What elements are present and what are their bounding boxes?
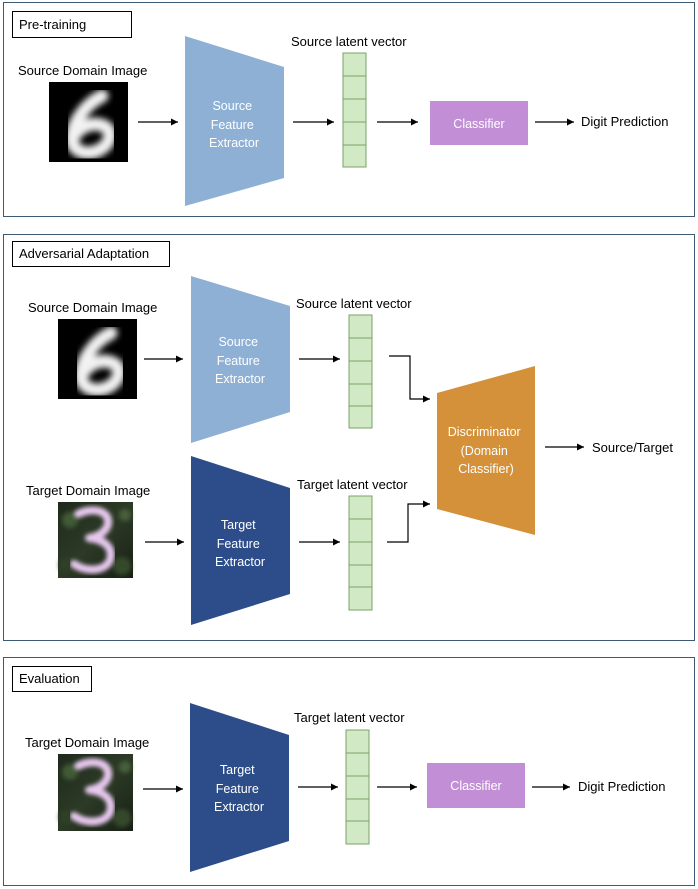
pretraining-title: Pre-training [19,17,86,32]
target-digit-three-image [58,754,133,831]
latent-cell [345,798,370,822]
adversarial-target-latent-vector [348,495,373,611]
latent-cell [345,729,370,754]
evaluation-title-box [12,666,92,692]
adversarial-title-box [12,241,170,267]
pretraining-output: Digit Prediction [581,114,668,129]
source-digit-six-image [49,82,128,162]
discriminator-label: Discriminator (Domain Classifier) [448,425,524,476]
adversarial-target-latent-label: Target latent vector [297,477,408,492]
latent-cell [345,775,370,800]
adversarial-source-image-label: Source Domain Image [28,300,157,315]
latent-cell [348,405,373,429]
adversarial-title: Adversarial Adaptation [19,246,149,261]
latent-cell [348,383,373,407]
adversarial-arrow-source-3 [389,355,430,403]
pretraining-title-box [12,11,132,38]
pretraining-classifier [430,101,528,145]
pretraining-panel: Pre-training Source Domain Image Source … [3,2,695,217]
latent-cell [348,518,373,543]
evaluation-classifier-label: Classifier [450,779,501,793]
pretraining-classifier-label: Classifier [453,117,504,131]
adversarial-source-latent-label: Source latent vector [296,296,412,311]
pretraining-extractor-label: Source Feature Extractor [209,99,259,150]
latent-cell [348,541,373,566]
latent-cell [348,495,373,520]
latent-cell [342,98,367,123]
source-digit-six-image [58,319,137,399]
latent-cell [348,314,373,339]
latent-cell [342,121,367,146]
discriminator-block [437,366,535,535]
target-digit-three-image [58,502,133,578]
adversarial-panel: Adversarial Adaptation Source Domain Ima… [3,234,695,641]
latent-cell [342,144,367,168]
evaluation-latent-vector [345,729,370,845]
pretraining-source-extractor [185,36,284,206]
latent-cell [348,360,373,385]
latent-cell [348,337,373,362]
evaluation-panel: Evaluation Target Domain Image Target Fe… [3,657,695,886]
evaluation-output: Digit Prediction [578,779,665,794]
latent-cell [345,820,370,845]
pretraining-image-label: Source Domain Image [18,63,147,78]
latent-cell [342,75,367,100]
latent-cell [348,586,373,611]
adversarial-target-extractor-label: Target Feature Extractor [215,518,265,569]
evaluation-target-extractor [190,703,289,872]
adversarial-source-extractor [191,276,290,443]
evaluation-title: Evaluation [19,671,80,686]
adversarial-target-extractor [191,456,290,625]
adversarial-target-image-label: Target Domain Image [26,483,150,498]
latent-cell [345,752,370,777]
adversarial-source-extractor-label: Source Feature Extractor [215,335,265,386]
adversarial-arrow-target-3 [387,500,430,543]
evaluation-extractor-label: Target Feature Extractor [214,763,264,814]
latent-cell [342,52,367,77]
latent-cell [348,564,373,588]
pretraining-latent-vector [342,52,367,168]
adversarial-output: Source/Target [592,440,673,455]
evaluation-classifier [427,763,525,808]
pretraining-latent-label: Source latent vector [291,34,407,49]
adversarial-source-latent-vector [348,314,373,429]
evaluation-latent-label: Target latent vector [294,710,405,725]
evaluation-image-label: Target Domain Image [25,735,149,750]
